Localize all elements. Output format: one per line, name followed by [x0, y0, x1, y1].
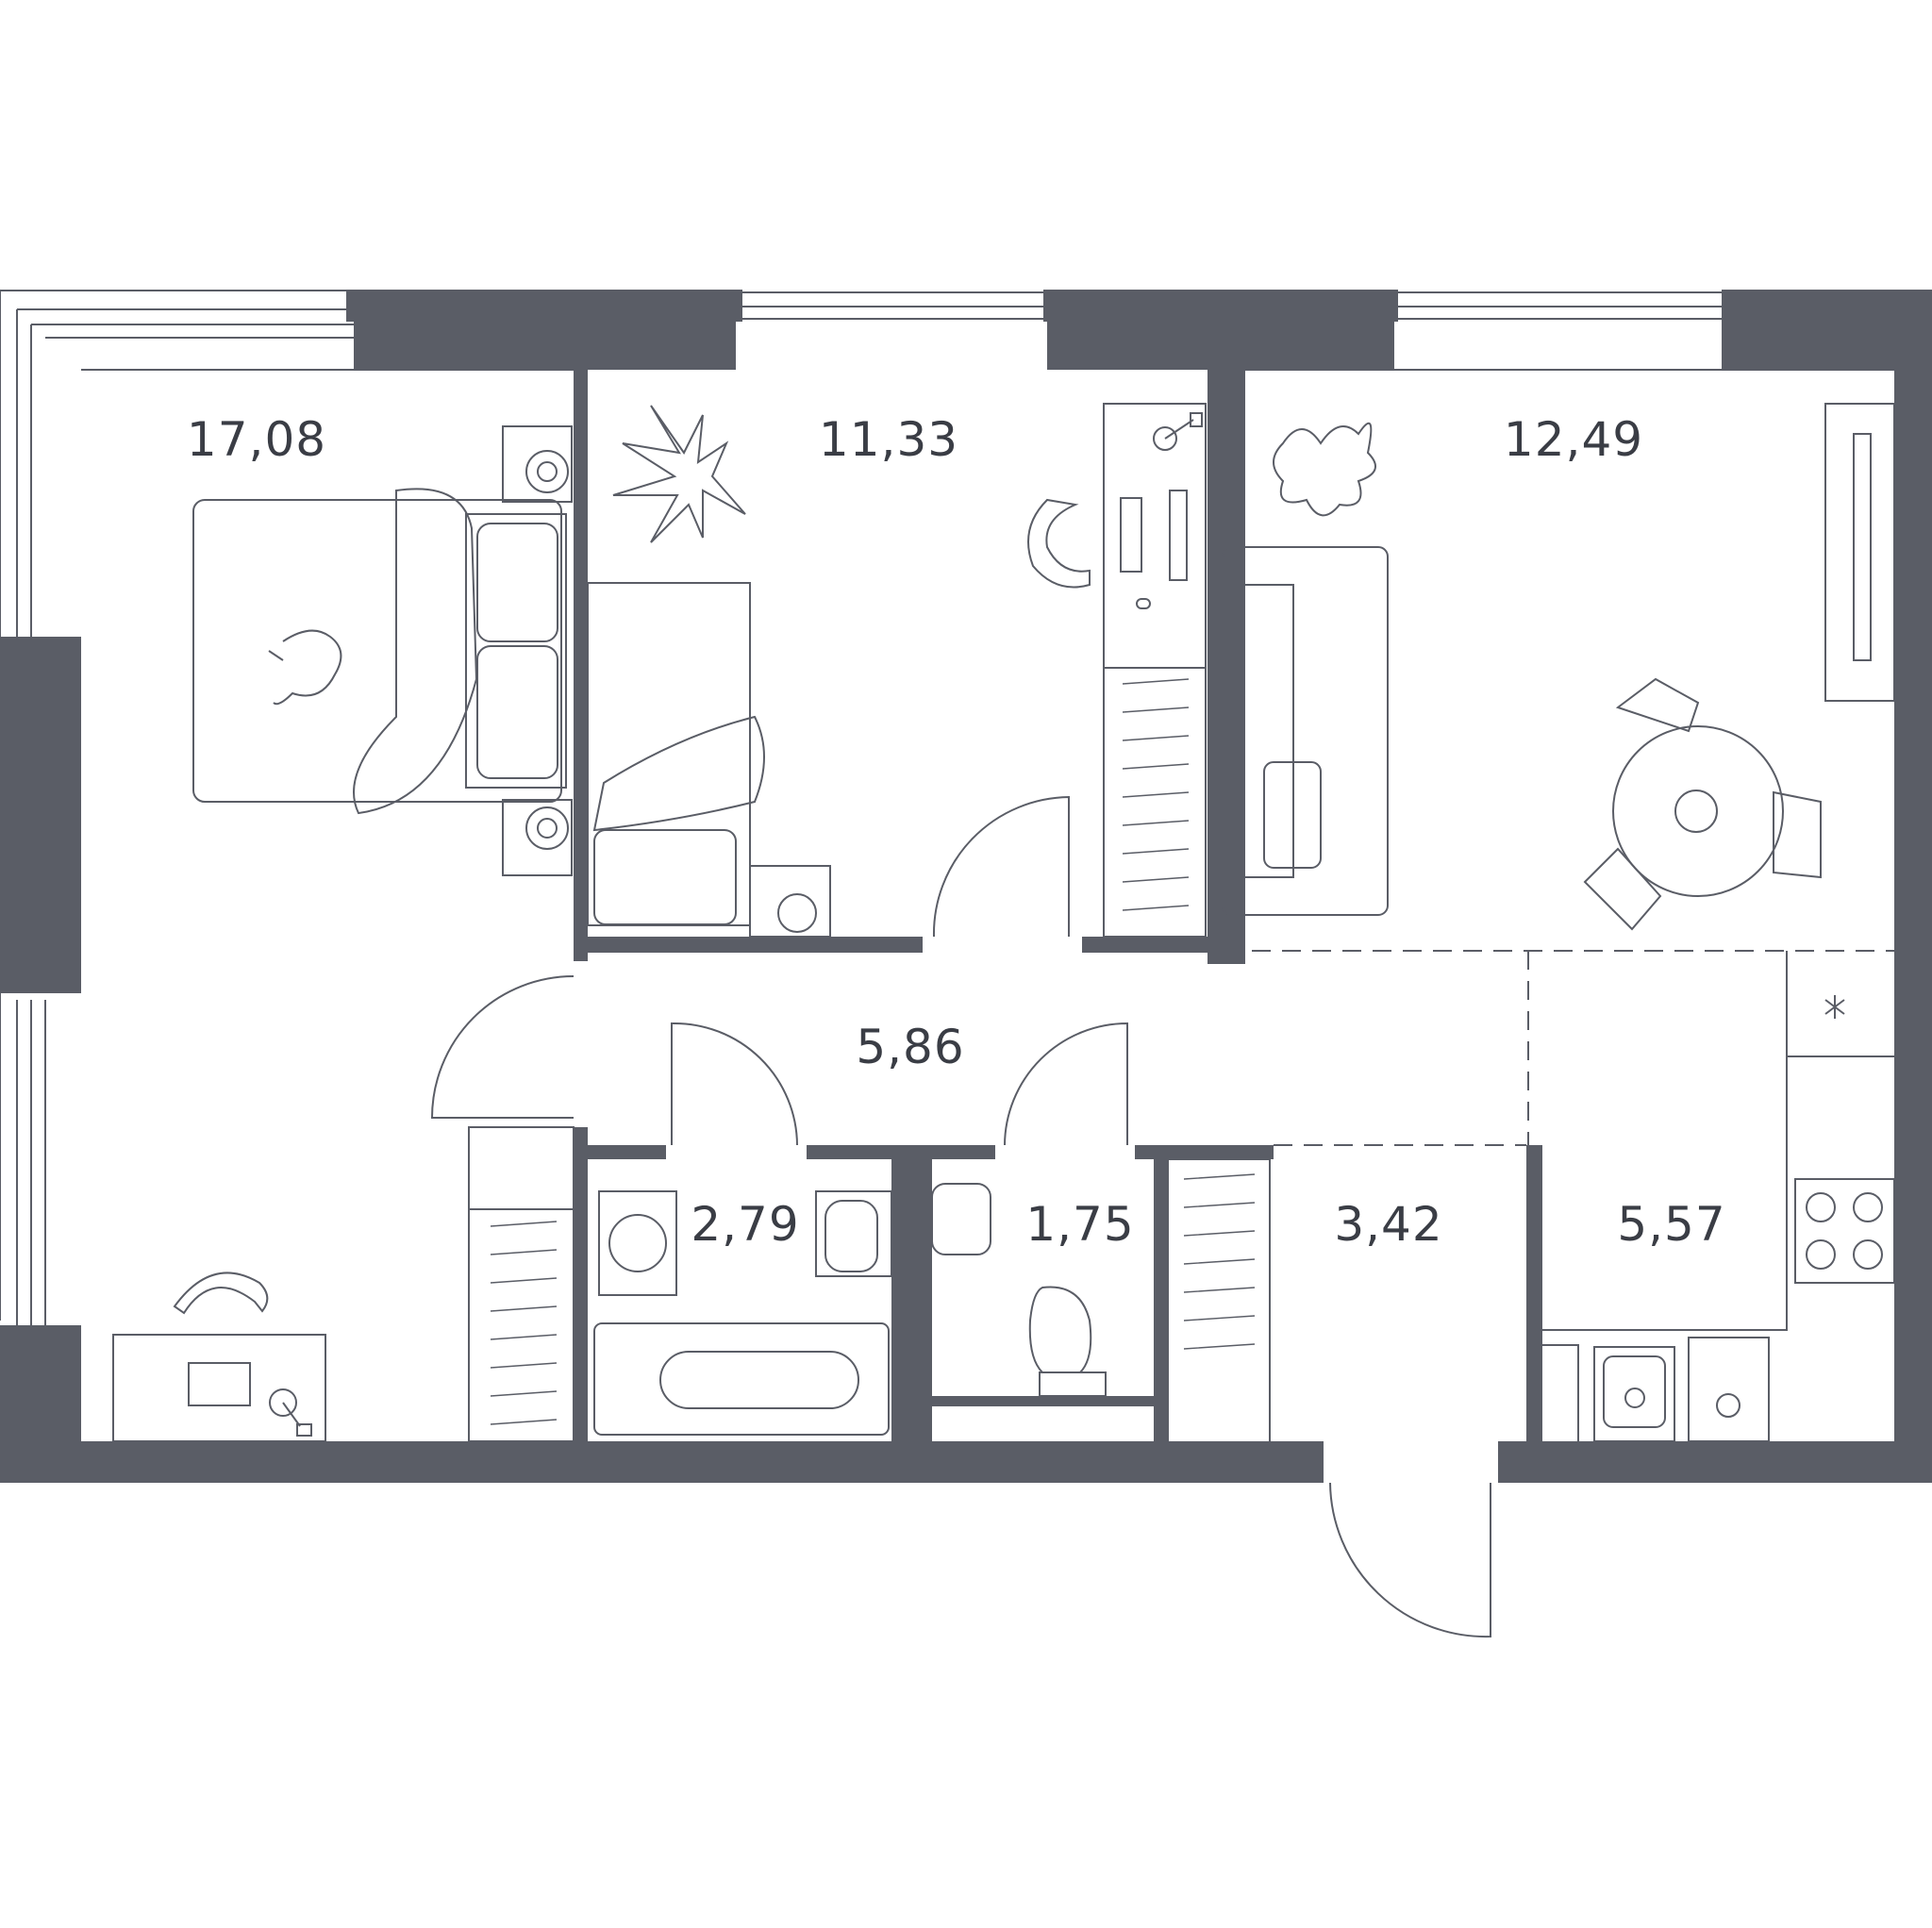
mouse-icon — [1136, 598, 1151, 609]
bathtub — [593, 1322, 890, 1436]
wine-glass-icon — [1716, 1393, 1740, 1418]
dining-table — [1612, 725, 1784, 897]
desk-lamp-icon — [1153, 426, 1177, 451]
sink — [931, 1183, 991, 1255]
nightstand — [502, 799, 573, 876]
plant-icon — [1273, 422, 1376, 517]
living-room-furniture — [1222, 403, 1895, 931]
keyboard-icon — [1120, 497, 1142, 573]
tv-icon — [1853, 433, 1872, 661]
desk-lamp-icon — [269, 1388, 297, 1417]
lamp-icon — [525, 806, 569, 850]
pillow — [476, 523, 558, 642]
monitor-icon — [1169, 490, 1188, 581]
pillow — [476, 645, 558, 779]
pillow — [1263, 761, 1322, 869]
room-area-bedroom: 17,08 — [187, 412, 326, 467]
toilet-icon — [1028, 1286, 1092, 1373]
bed — [587, 582, 751, 926]
windows — [0, 290, 1724, 1330]
chair — [1773, 790, 1822, 879]
door-entrance — [1329, 1482, 1491, 1638]
sink — [1593, 1346, 1675, 1442]
door-bathroom — [671, 1022, 798, 1146]
bathroom-furniture — [593, 1190, 892, 1436]
room-area-entrance-hall: 3,42 — [1334, 1197, 1442, 1252]
door-bedroom-2 — [932, 795, 1070, 938]
room-area-living-room: 12,49 — [1504, 412, 1643, 467]
desk — [112, 1334, 326, 1442]
room-area-bedroom-2: 11,33 — [819, 412, 958, 467]
tv-stand — [1824, 403, 1895, 702]
snowflake-icon — [1824, 995, 1845, 1019]
laptop-icon — [188, 1362, 251, 1406]
sofa — [1222, 546, 1389, 916]
doors — [430, 795, 1491, 1638]
cat-icon — [268, 629, 342, 706]
zone-dividers — [1222, 950, 1894, 1146]
room-area-bathroom: 2,79 — [691, 1197, 799, 1252]
plant-icon — [612, 405, 746, 543]
walls — [0, 290, 1932, 1483]
wardrobe — [1167, 1158, 1271, 1443]
chair — [1615, 677, 1700, 733]
bedroom-furniture — [112, 425, 575, 1442]
flower-icon — [1674, 789, 1718, 833]
wardrobe — [468, 1126, 575, 1442]
bed — [192, 499, 562, 803]
pillow — [593, 829, 737, 925]
chair — [173, 1271, 269, 1315]
room-area-hallway: 5,86 — [856, 1020, 964, 1074]
washing-machine — [598, 1190, 677, 1296]
room-area-kitchen: 5,57 — [1617, 1197, 1725, 1252]
hob — [1794, 1178, 1895, 1284]
room-outlines — [81, 369, 1894, 1441]
nightstand — [749, 865, 831, 938]
toilet-furniture — [931, 1183, 1154, 1406]
sink — [815, 1190, 892, 1277]
cabinet — [1688, 1337, 1770, 1442]
bedroom-2-furniture — [587, 403, 1207, 938]
chair — [1583, 847, 1662, 931]
door-bedroom — [430, 975, 575, 1119]
room-area-toilet: 1,75 — [1025, 1197, 1134, 1252]
kitchen-furniture — [1593, 995, 1895, 1442]
wardrobe — [1103, 667, 1207, 938]
entrance-hall-furniture — [1167, 1158, 1271, 1443]
lamp-icon — [525, 450, 569, 493]
lamp-icon — [777, 893, 817, 933]
door-toilet — [1004, 1022, 1128, 1146]
chair — [1027, 498, 1091, 589]
nightstand — [502, 425, 573, 503]
room-labels: 17,08 11,33 12,49 5,86 2,79 1,75 3,42 5,… — [187, 412, 1725, 1252]
